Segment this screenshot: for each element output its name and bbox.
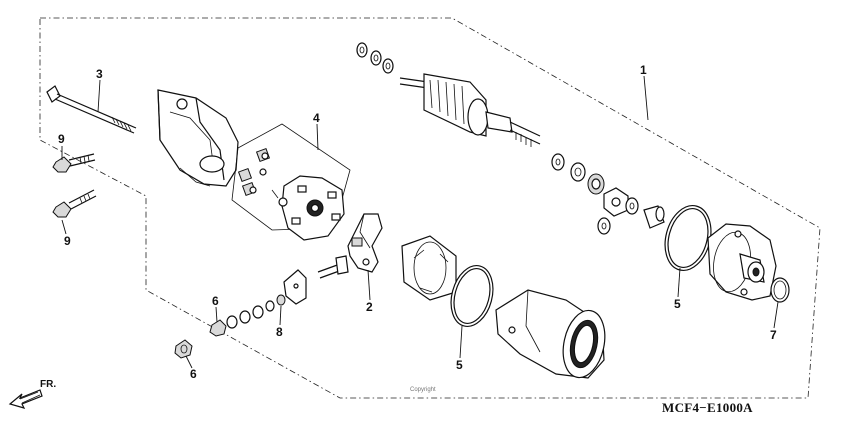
callout-8: 8 — [276, 325, 283, 339]
assembly-frame — [39, 17, 821, 399]
callout-7: 7 — [770, 328, 777, 342]
leader-9b — [61, 219, 67, 235]
callout-4: 4 — [313, 111, 320, 125]
leader-3 — [97, 79, 101, 113]
through-bolt-part — [46, 85, 137, 134]
brush-middle — [237, 167, 267, 183]
callout-6b: 6 — [190, 367, 197, 381]
drive-housing-part — [401, 235, 457, 301]
brush-lower — [241, 181, 257, 197]
callout-2: 2 — [366, 300, 373, 314]
o-ring-rear — [664, 205, 712, 271]
callout-6a: 6 — [212, 294, 219, 308]
flange-bolt-upper — [52, 153, 96, 173]
armature-part — [399, 73, 541, 147]
callout-5b: 5 — [674, 297, 681, 311]
front-cover-part — [157, 89, 239, 187]
leader-6a — [215, 306, 218, 323]
rear-cover-part — [707, 223, 777, 301]
o-ring-front — [450, 265, 494, 327]
leader-1 — [643, 75, 649, 121]
callout-5a: 5 — [456, 358, 463, 372]
leader-5b — [677, 267, 681, 298]
brush-holder-part — [231, 123, 351, 241]
motor-yoke-part — [495, 289, 606, 379]
needle-bearing-part — [643, 205, 665, 229]
leader-8 — [279, 305, 282, 326]
rear-bearing-washers — [597, 197, 639, 235]
callout-9a: 9 — [58, 132, 65, 146]
callout-3: 3 — [96, 67, 103, 81]
callout-1: 1 — [640, 63, 647, 77]
diagram-code: MCF4−E1000A — [662, 400, 753, 415]
front-arrow-label: FR. — [40, 379, 57, 390]
leader-2 — [367, 269, 371, 301]
leader-6b — [185, 355, 193, 369]
snap-ring-part — [770, 277, 790, 303]
armature-washers-front — [356, 42, 394, 74]
brush-holder-clip — [603, 187, 629, 217]
copyright-text: Copyright — [410, 387, 436, 393]
rear-washers-set — [551, 153, 605, 195]
brush-upper — [255, 147, 271, 163]
callout-9b: 9 — [64, 234, 71, 248]
front-direction-arrow-icon — [8, 389, 43, 409]
flange-bolt-lower — [52, 189, 97, 218]
terminal-nut-lower — [174, 339, 193, 359]
leader-5a — [459, 325, 463, 359]
leader-7 — [773, 301, 779, 329]
brush-terminal-part — [317, 213, 383, 279]
terminal-nut-stack — [209, 294, 286, 337]
insulator-plate-part — [283, 269, 307, 305]
leader-4 — [316, 123, 319, 151]
